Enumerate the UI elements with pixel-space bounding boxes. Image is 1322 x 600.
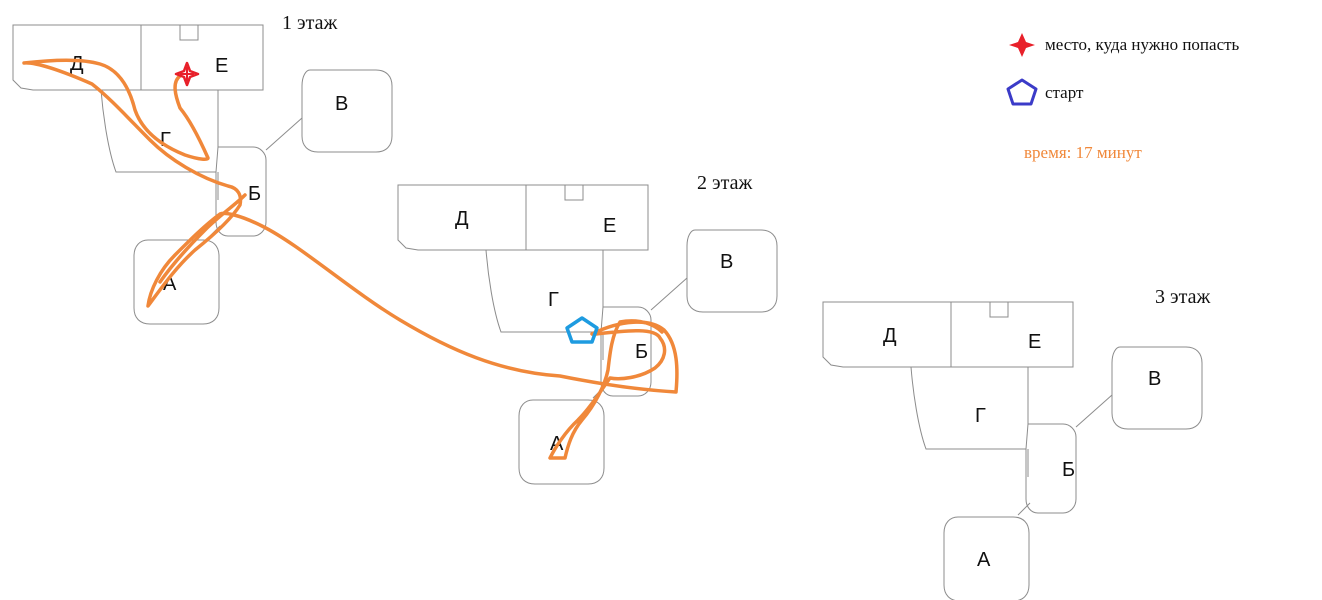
floor-3-room-e: Е — [1028, 331, 1041, 353]
floor-3-room-g: Г — [975, 405, 986, 427]
floor-2-room-e: Е — [603, 215, 616, 237]
blue-pentagon-icon — [1006, 78, 1038, 106]
legend: место, куда нужно попасть старт — [1006, 33, 1240, 106]
floor-3-room-d: Д — [883, 325, 897, 347]
floor-1-room-g: Г — [160, 129, 171, 151]
route-path — [22, 58, 679, 460]
floor-3-room-v: В — [1148, 368, 1161, 390]
route-line-main — [22, 58, 679, 394]
time-label: время: 17 минут — [1024, 143, 1142, 162]
floor-1-plan: 1 этаж Д Е В Г Б А — [12, 12, 393, 325]
floor-2-room-g: Г — [548, 289, 559, 311]
floor-1-room-b: Б — [248, 183, 261, 205]
floor-1-room-v: В — [335, 93, 348, 115]
floor-3-room-b: Б — [1062, 459, 1075, 481]
floor-3-room-a: А — [977, 549, 991, 571]
floor-2-label: 2 этаж — [697, 172, 752, 194]
route-line-floor2 — [548, 319, 667, 460]
floor-2-room-v: В — [720, 251, 733, 273]
floor-3-label: 3 этаж — [1155, 286, 1210, 308]
target-marker-star-icon — [174, 61, 200, 87]
floor-1-room-e: Е — [215, 55, 228, 77]
start-marker-pentagon-icon — [565, 316, 599, 344]
floor-2-room-d: Д — [455, 208, 469, 230]
floor-2-room-b: Б — [635, 341, 648, 363]
floor-2-plan: 2 этаж Д Е В Г Б А — [397, 172, 778, 485]
red-star-icon — [1009, 33, 1035, 57]
floor-1-room-d: Д — [70, 53, 84, 75]
route-line-floor1-b — [158, 193, 247, 284]
legend-target-label: место, куда нужно попасть — [1045, 35, 1240, 54]
legend-start-label: старт — [1045, 83, 1084, 102]
floor-1-room-a: А — [163, 273, 177, 295]
floor-3-plan: 3 этаж Д Е В Г Б А — [822, 286, 1210, 600]
floor-1-label: 1 этаж — [282, 12, 337, 34]
